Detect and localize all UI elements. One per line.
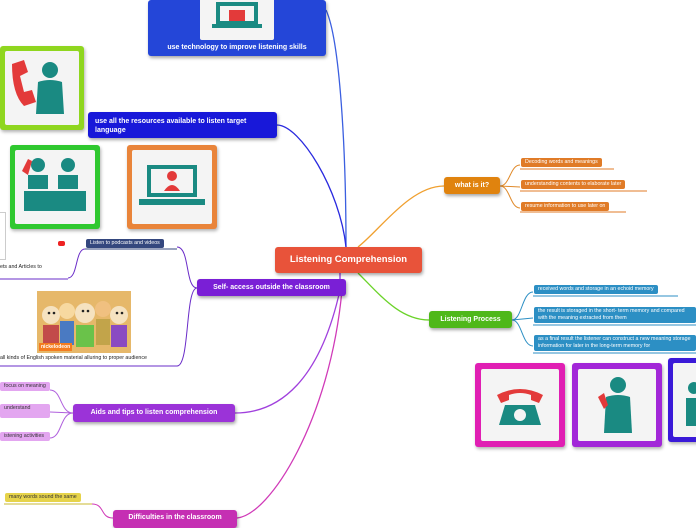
classroom-icon [22, 158, 86, 211]
youtube-icon [58, 241, 65, 246]
person-icon [686, 382, 696, 426]
branch-technology[interactable]: use technology to improve listening skil… [148, 0, 326, 56]
telephone-icon [497, 389, 543, 425]
phone-person-card [572, 363, 662, 447]
phone-call-card [0, 46, 84, 130]
leaf-decoding[interactable]: Decoding words and meanings [521, 158, 602, 167]
leaf-understanding[interactable]: understanding contents to elaborate late… [521, 180, 626, 189]
branch-what-is-it[interactable]: what is it? [444, 177, 500, 194]
central-topic[interactable]: Listening Comprehension [275, 247, 422, 273]
leaf-long-term[interactable]: as a final result the listener can const… [534, 335, 696, 351]
branch-self-access[interactable]: Self- access outside the classroom [197, 279, 346, 296]
telephone-card [475, 363, 565, 447]
image-placeholder [0, 212, 6, 260]
cartoon-image: nickelodeon [37, 291, 131, 353]
branch-difficulties[interactable]: Difficulties in the classroom [113, 510, 237, 528]
leaf-podcasts[interactable]: Listen to podcasts and videos [86, 239, 164, 248]
leaf-understand[interactable]: understand [0, 404, 50, 418]
leaf-focus-meaning[interactable]: focus on meaning [0, 382, 50, 391]
phone-person-card-2 [668, 358, 696, 442]
leaf-words-sound-same[interactable]: many words sound the same [5, 493, 81, 502]
leaf-resume[interactable]: resume information to use later on [521, 202, 610, 211]
leaf-articles[interactable]: ets and Articles to [0, 264, 42, 270]
leaf-listening-activities[interactable]: istening activities [0, 432, 50, 441]
branch-resources[interactable]: use all the resources available to liste… [88, 112, 277, 138]
classroom-card [10, 145, 100, 229]
computer-icon [212, 2, 262, 28]
nickelodeon-logo: nickelodeon [39, 343, 73, 351]
branch-technology-label: use technology to improve listening skil… [167, 44, 307, 51]
branch-aids-tips[interactable]: Aids and tips to listen comprehension [73, 404, 235, 422]
person-icon [598, 377, 632, 433]
computer-card [200, 0, 274, 40]
laptop-icon [139, 165, 205, 205]
leaf-spoken-material[interactable]: all kinds of English spoken material all… [0, 355, 147, 361]
phone-call-icon [12, 60, 64, 114]
leaf-received-words[interactable]: received words and storage in an echoid … [534, 285, 658, 294]
cartoon-characters [37, 291, 131, 353]
laptop-card [127, 145, 217, 229]
branch-listening-process[interactable]: Listening Process [429, 311, 512, 328]
leaf-short-term[interactable]: the result is storaged in the short- ter… [534, 307, 696, 323]
